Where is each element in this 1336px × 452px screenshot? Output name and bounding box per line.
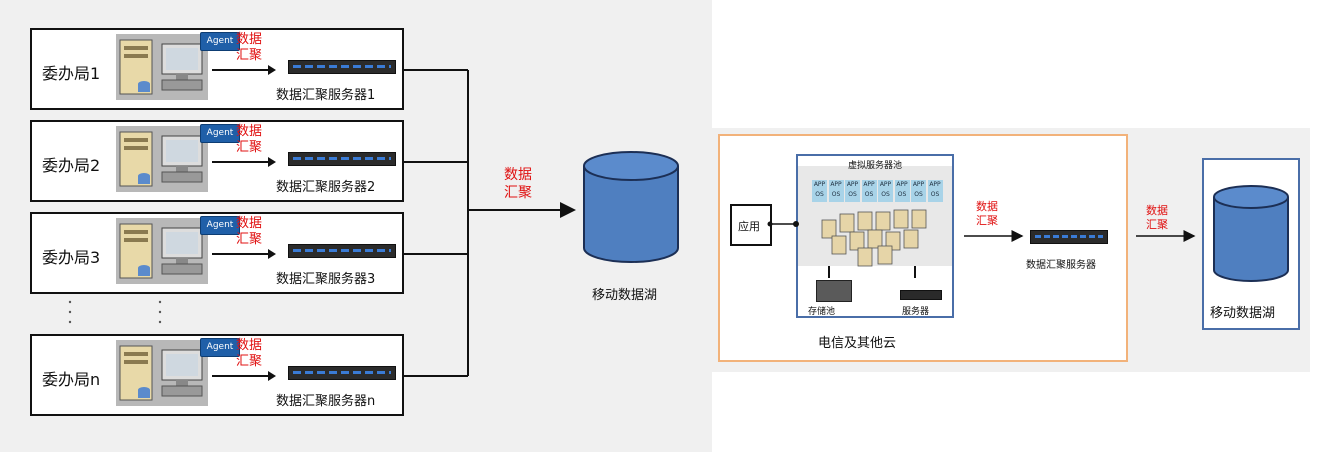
app-label: 应用: [738, 220, 760, 233]
office-aggregate-label: 数据汇聚: [236, 32, 263, 63]
office-box-4: 委办局n Agent 数据汇聚 数据汇聚服务器n: [30, 334, 404, 416]
aggregation-server-label: 数据汇聚服务器1: [276, 88, 376, 103]
left-aggregate-label: 数据汇聚: [504, 167, 532, 201]
right-agg-server-icon: [1030, 230, 1108, 244]
right-data-lake-label: 移动数据湖: [1210, 306, 1276, 321]
small-server-icon: [900, 290, 942, 300]
left-data-lake-label: 移动数据湖: [592, 288, 658, 303]
aggregation-server-icon: [288, 60, 396, 74]
office-label: 委办局n: [42, 370, 101, 389]
ellipsis-dots: [66, 298, 166, 328]
agent-badge: Agent: [200, 32, 240, 51]
office-label: 委办局3: [42, 248, 101, 267]
arrow-icon: [212, 371, 276, 381]
arrow-icon: [212, 65, 276, 75]
workstation-icon: [116, 34, 208, 100]
left-data-lake-icon: [583, 151, 679, 263]
workstation-icon: [116, 340, 208, 406]
office-aggregate-label: 数据汇聚: [236, 338, 263, 369]
aggregation-server-label: 数据汇聚服务器3: [276, 272, 376, 287]
storage-pool-icon: [816, 280, 852, 302]
right-aggregate-label-1: 数据汇聚: [976, 200, 998, 227]
right-agg-server-label: 数据汇聚服务器: [1026, 260, 1096, 271]
small-server-label: 服务器: [902, 307, 930, 317]
left-connectors: [404, 69, 576, 377]
arrow-icon: [212, 249, 276, 259]
vpool-title: 虚拟服务器池: [847, 161, 902, 171]
agent-badge: Agent: [200, 124, 240, 143]
office-box-3: 委办局3 Agent 数据汇聚 数据汇聚服务器3: [30, 212, 404, 294]
agent-badge: Agent: [200, 216, 240, 235]
aggregation-server-icon: [288, 152, 396, 166]
office-label: 委办局2: [42, 156, 101, 175]
office-aggregate-label: 数据汇聚: [236, 124, 263, 155]
server-cluster-icon: [821, 209, 927, 267]
office-label: 委办局1: [42, 64, 101, 83]
right-connectors: [767, 221, 1196, 242]
aggregation-server-label: 数据汇聚服务器n: [276, 394, 376, 409]
right-aggregate-label-2: 数据汇聚: [1146, 204, 1168, 231]
aggregation-server-icon: [288, 366, 396, 380]
aggregation-server-icon: [288, 244, 396, 258]
workstation-icon: [116, 126, 208, 192]
storage-label: 存储池: [808, 307, 836, 317]
office-box-2: 委办局2 Agent 数据汇聚 数据汇聚服务器2: [30, 120, 404, 202]
office-aggregate-label: 数据汇聚: [236, 216, 263, 247]
arrow-icon: [212, 157, 276, 167]
office-box-1: 委办局1 Agent 数据汇聚 数据汇聚服务器1: [30, 28, 404, 110]
workstation-icon: [116, 218, 208, 284]
agent-badge: Agent: [200, 338, 240, 357]
cloud-label: 电信及其他云: [818, 336, 897, 351]
right-data-lake-icon: [1213, 185, 1289, 282]
aggregation-server-label: 数据汇聚服务器2: [276, 180, 376, 195]
